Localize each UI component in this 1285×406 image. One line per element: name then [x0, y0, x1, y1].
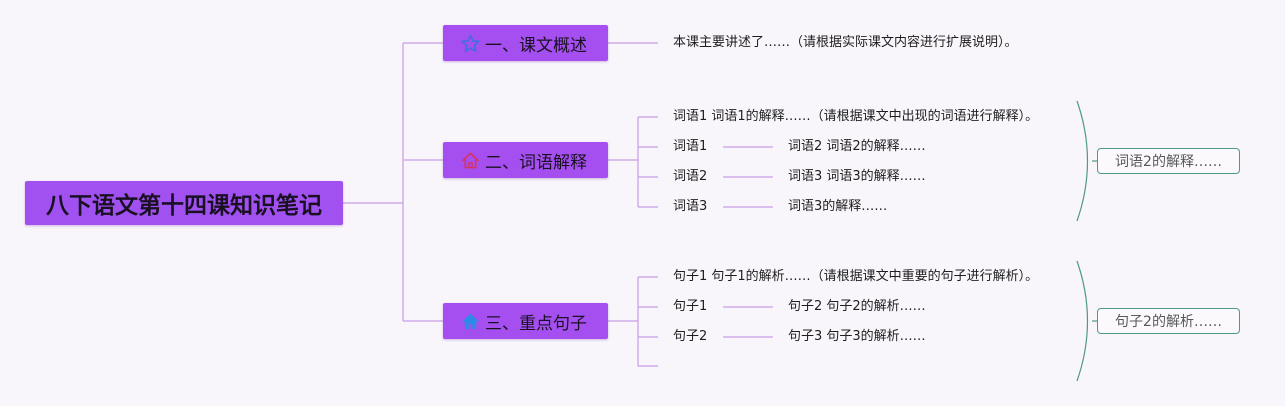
branch-label: 二、词语解释: [485, 152, 587, 173]
leaf-vocab-word-3-detail[interactable]: 词语3的解释……: [788, 199, 888, 214]
leaf-sentence-2[interactable]: 句子2: [673, 329, 708, 344]
summary-vocabulary[interactable]: 词语2的解释……: [1097, 148, 1240, 174]
summary-sentences[interactable]: 句子2的解析……: [1097, 308, 1240, 334]
leaf-sentence-1-detail[interactable]: 句子2 句子2的解析……: [788, 299, 926, 314]
home-icon: [460, 150, 481, 171]
branch-lesson-overview[interactable]: 一、课文概述: [443, 25, 608, 61]
leaf-vocab-word-3[interactable]: 词语3: [673, 199, 708, 214]
root-topic[interactable]: 八下语文第十四课知识笔记: [25, 181, 343, 225]
leaf-sentence-intro[interactable]: 句子1 句子1的解析……（请根据课文中重要的句子进行解析）。: [673, 269, 1039, 284]
branch-label: 一、课文概述: [485, 35, 587, 56]
leaf-vocab-word-1[interactable]: 词语1: [673, 139, 708, 154]
leaf-sentence-1[interactable]: 句子1: [673, 299, 708, 314]
star-icon: [460, 33, 481, 54]
summary-label: 词语2的解释……: [1115, 154, 1222, 170]
branch-label: 三、重点句子: [485, 313, 587, 334]
home-filled-icon: [460, 311, 481, 332]
leaf-sentence-2-detail[interactable]: 句子3 句子3的解析……: [788, 329, 926, 344]
leaf-overview-text[interactable]: 本课主要讲述了……（请根据实际课文内容进行扩展说明）。: [673, 35, 1018, 50]
root-topic-label: 八下语文第十四课知识笔记: [46, 193, 322, 219]
leaf-vocab-word-1-detail[interactable]: 词语2 词语2的解释……: [788, 139, 926, 154]
summary-label: 句子2的解析……: [1115, 314, 1222, 330]
leaf-vocab-word-2-detail[interactable]: 词语3 词语3的解释……: [788, 169, 926, 184]
branch-key-sentences[interactable]: 三、重点句子: [443, 303, 608, 339]
leaf-vocab-intro[interactable]: 词语1 词语1的解释……（请根据课文中出现的词语进行解释）。: [673, 109, 1039, 124]
leaf-vocab-word-2[interactable]: 词语2: [673, 169, 708, 184]
branch-vocabulary[interactable]: 二、词语解释: [443, 142, 608, 178]
